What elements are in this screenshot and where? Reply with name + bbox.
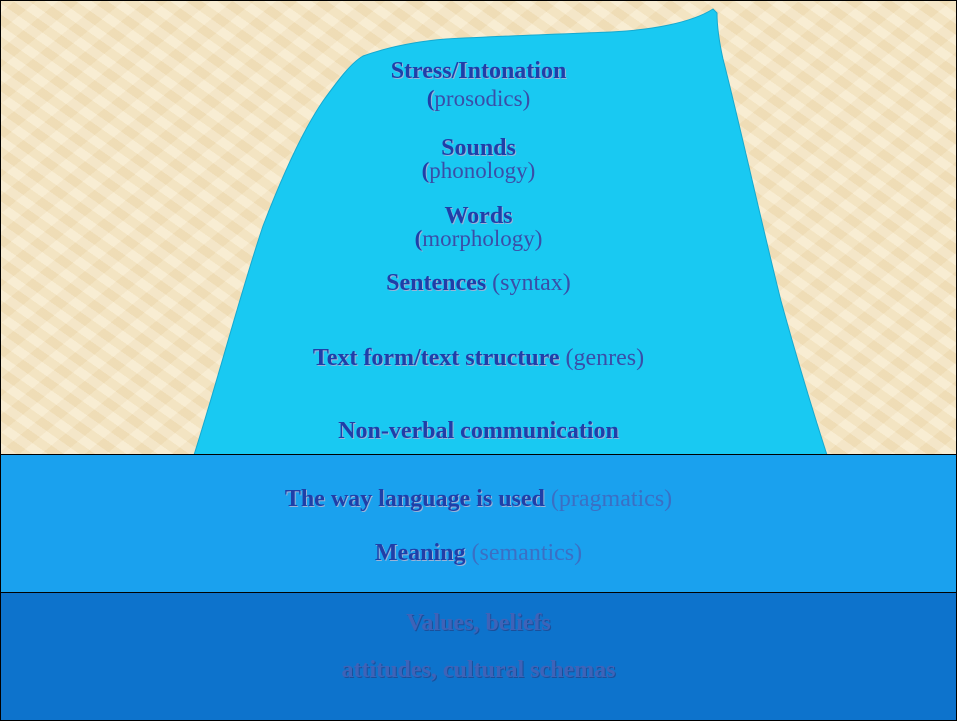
deep-water-band — [1, 593, 956, 720]
sentences-label: Sentences (syntax) — [386, 270, 571, 296]
semantics-label: Meaning (semantics) — [374, 540, 583, 566]
nonverbal-label: Non-verbal communication — [338, 418, 619, 444]
phonology-label: (phonology) — [421, 158, 536, 183]
iceberg-shape — [193, 8, 828, 456]
stress-intonation-label: Stress/Intonation — [390, 58, 567, 84]
morphology-label: (morphology) — [414, 226, 543, 251]
text-form-label: Text form/text structure (genres) — [312, 345, 645, 371]
prosodics-label: (prosodics) — [426, 86, 531, 111]
sounds-label: Sounds — [441, 135, 516, 161]
mid-water-band — [1, 454, 956, 593]
attitudes-schemas-label: attitudes, cultural schemas — [341, 657, 616, 683]
words-label: Words — [444, 203, 513, 229]
values-beliefs-label: Values, beliefs — [406, 610, 551, 636]
pragmatics-label: The way language is used (pragmatics) — [284, 486, 673, 512]
